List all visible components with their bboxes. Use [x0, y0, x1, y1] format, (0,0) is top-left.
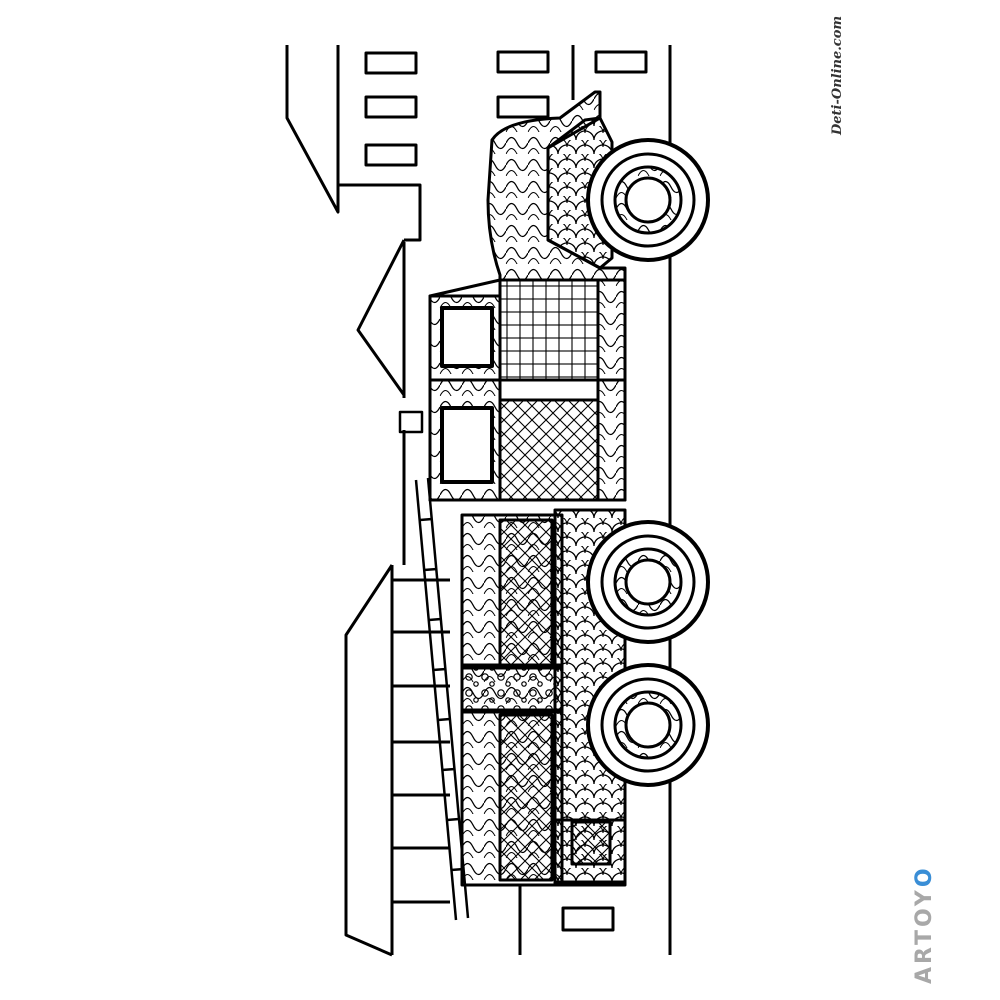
brand-text: ARTOY: [912, 886, 937, 984]
cab-window-front: [440, 306, 494, 368]
front-wheel: [586, 138, 710, 262]
brand-watermark: ARTOYO: [912, 862, 942, 987]
site-logo-watermark: Deti-Online.com: [830, 15, 845, 135]
brand-accent-letter: O: [912, 865, 937, 887]
background-buildings: [285, 45, 648, 957]
middle-wheel: [586, 520, 710, 644]
truck-cab: [428, 90, 627, 502]
cab-window-rear: [440, 406, 494, 484]
rear-wheel: [586, 663, 710, 787]
